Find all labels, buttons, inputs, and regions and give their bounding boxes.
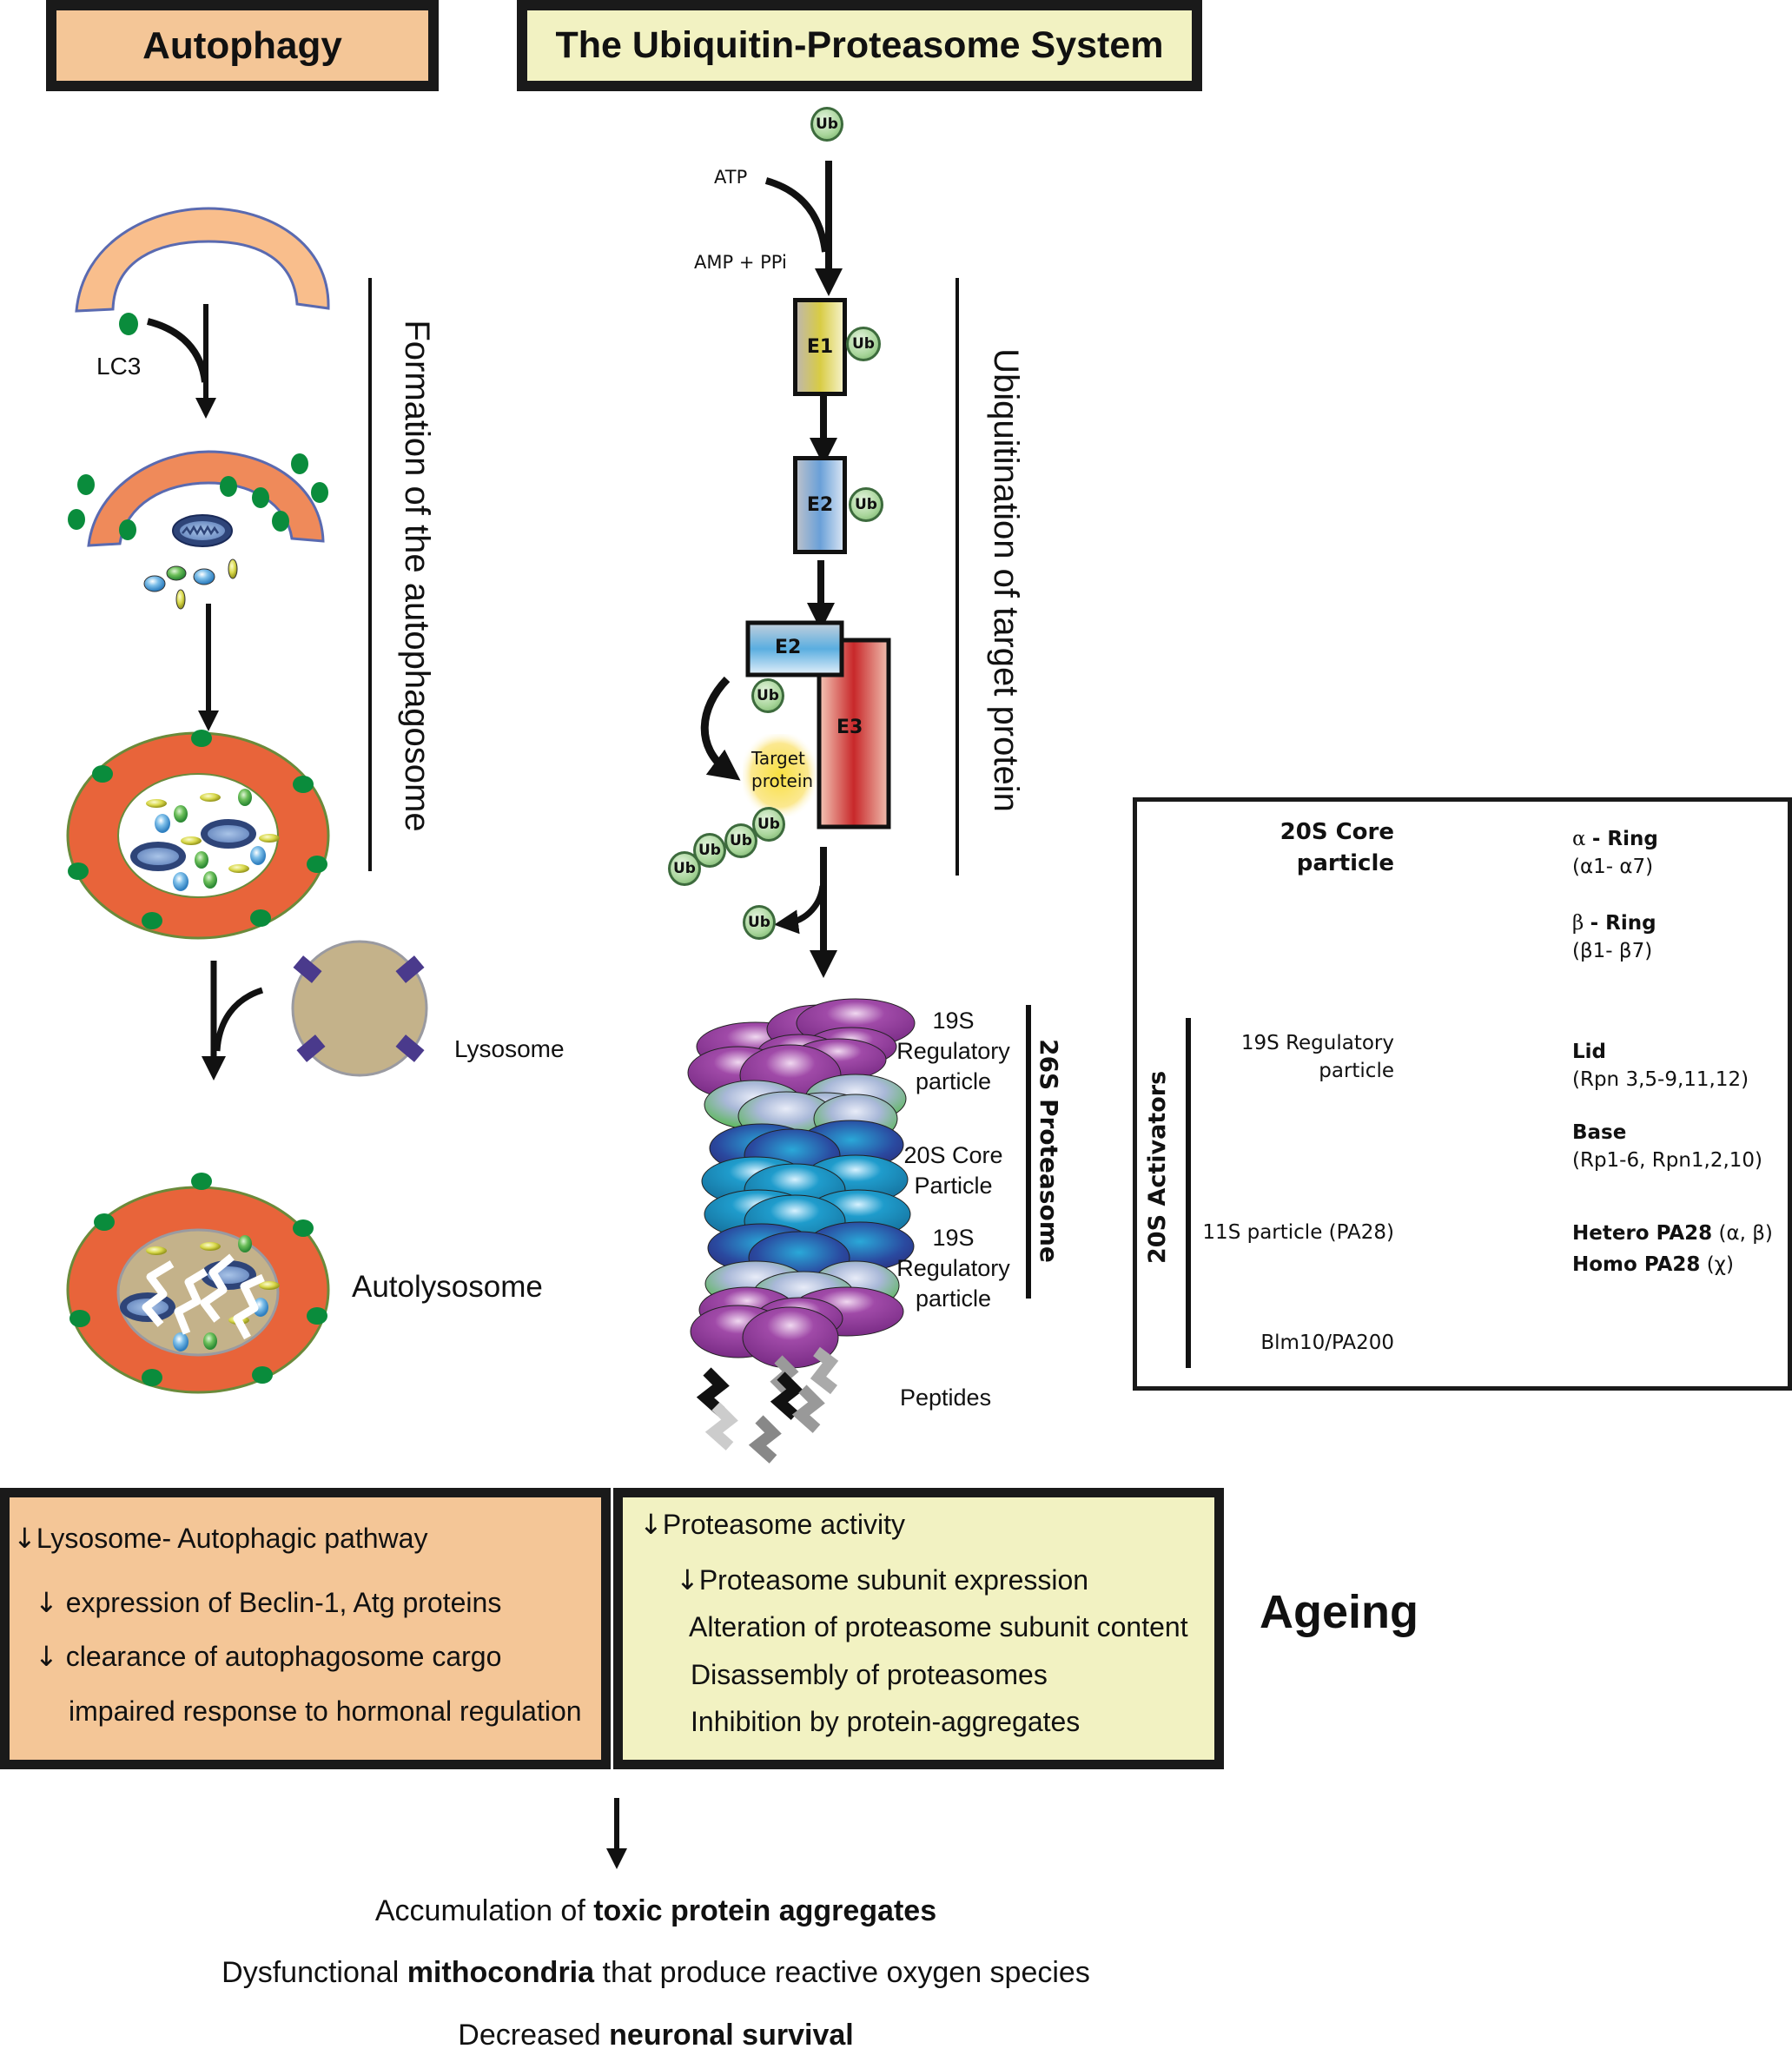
legend-reg-title: 19S Regulatory particle [1240,1032,1394,1083]
autolysosome-label: Autolysosome [352,1270,543,1304]
e2-enzyme: E2 [793,456,847,554]
legend-base: Base (Rp1-6, Rpn1,2,10) [1572,1121,1763,1173]
lc3-label: LC3 [96,353,142,380]
peptides [696,1346,839,1464]
cargo-particles [143,558,238,610]
e3-ligase [817,638,891,829]
legend-beta-ring: β - Ring (β1- β7) [1572,912,1656,963]
activators-label: 20S Activators [1144,1070,1171,1264]
legend-lid: Lid (Rpn 3,5-9,11,12) [1572,1041,1749,1092]
ups-ageing-item: Inhibition by protein-aggregates [691,1706,1081,1737]
released-ubiquitin: Ub [743,905,776,940]
phagophore-membrane [75,207,330,313]
ageing-label: Ageing [1260,1586,1418,1638]
ubiquitination-label: Ubiquitination of target protein [987,348,1025,812]
core-particle-label: 20S Core Particle [903,1142,1003,1199]
ups-ageing-item: ↓Proteasome subunit expression [676,1563,1089,1596]
autophagy-header: Autophagy [46,0,439,91]
ubiquitin-icon: Ub [849,487,883,522]
autolysosome [66,1173,330,1394]
formation-label: Formation of the autophagosome [398,320,436,832]
outcome-toxic-aggregates: Accumulation of toxic protein aggregates [374,1894,937,1927]
ups-ageing-item: ↓Proteasome activity [639,1508,906,1541]
target-protein-label: Target protein [751,748,814,791]
polyubiquitin-1: Ub [752,807,785,842]
autophagy-ageing-item: ↓Lysosome- Autophagic pathway [13,1522,428,1555]
decrease-arrow-icon: ↓ [35,1640,58,1673]
legend-core-title: 20S Core particle [1280,819,1394,877]
reg-particle-bottom-label: 19S Regulatory particle [896,1225,1010,1312]
autophagy-ageing-box [0,1488,611,1769]
peptides-label: Peptides [900,1385,992,1411]
lysosome-label: Lysosome [454,1035,565,1062]
legend-alpha-ring: α - Ring (α1- α7) [1572,828,1658,879]
autophagosome [66,730,330,940]
autophagy-title: Autophagy [142,23,342,67]
ubiquitin-icon: Ub [846,327,881,361]
autophagy-ageing-item: ↓ clearance of autophagosome cargo [35,1640,502,1673]
proteasome-26s-label: 26S Proteasome [1035,1039,1063,1263]
legend-blm10-title: Blm10/PA200 [1260,1332,1394,1354]
polyubiquitin-4: Ub [668,851,701,886]
e2-label: E2 [806,494,834,516]
phagophore-elongating [87,450,325,547]
decrease-arrow-icon: ↓ [676,1563,699,1596]
outcome-mitochondria: Dysfunctional mithocondria that produce … [222,1956,1090,1989]
legend-pa28-title: 11S particle (PA28) [1202,1221,1394,1244]
activators-bracket-line [1186,1018,1191,1368]
e2-enzyme-bound [745,620,844,677]
autophagy-ageing-item: ↓ expression of Beclin-1, Atg proteins [35,1586,502,1619]
lc3-dots [68,453,328,540]
autophagy-ageing-item: impaired response to hormonal regulation [69,1695,582,1727]
reg-particle-top-label: 19S Regulatory particle [896,1008,1010,1094]
decrease-arrow-icon: ↓ [35,1586,58,1619]
amp-ppi-label: AMP + PPi [694,252,787,273]
ups-header: The Ubiquitin-Proteasome System [517,0,1202,91]
decrease-arrow-icon: ↓ [639,1508,663,1541]
decrease-arrow-icon: ↓ [13,1522,36,1555]
degraded-peptides [142,1253,265,1340]
outcome-neuronal-survival: Decreased neuronal survival [458,2019,854,2052]
target-protein [743,734,817,816]
lysosome [291,940,428,1077]
mitochondrion-icon [172,514,233,547]
ubiquitin-icon: Ub [810,107,843,142]
polyubiquitin-2: Ub [724,823,757,858]
e2-bound-label: E2 [775,637,802,658]
ubiquitination-bracket-line [956,278,959,876]
legend-box [1133,797,1792,1391]
ups-title: The Ubiquitin-Proteasome System [555,24,1164,66]
lc3-protein [119,313,138,335]
legend-pa28: Hetero PA28 (α, β) Homo PA28 (χ) [1572,1222,1773,1276]
ups-ageing-item: Alteration of proteasome subunit content [689,1611,1188,1642]
ups-ageing-box [613,1488,1224,1769]
ubiquitin-icon: Ub [751,678,784,713]
e3-label: E3 [836,717,863,738]
proteasome-26s [687,998,916,1369]
formation-bracket-line [368,278,372,871]
e1-enzyme: E1 [793,298,847,396]
ups-ageing-item: Disassembly of proteasomes [691,1659,1048,1690]
atp-label: ATP [714,167,748,188]
e1-label: E1 [806,336,834,358]
